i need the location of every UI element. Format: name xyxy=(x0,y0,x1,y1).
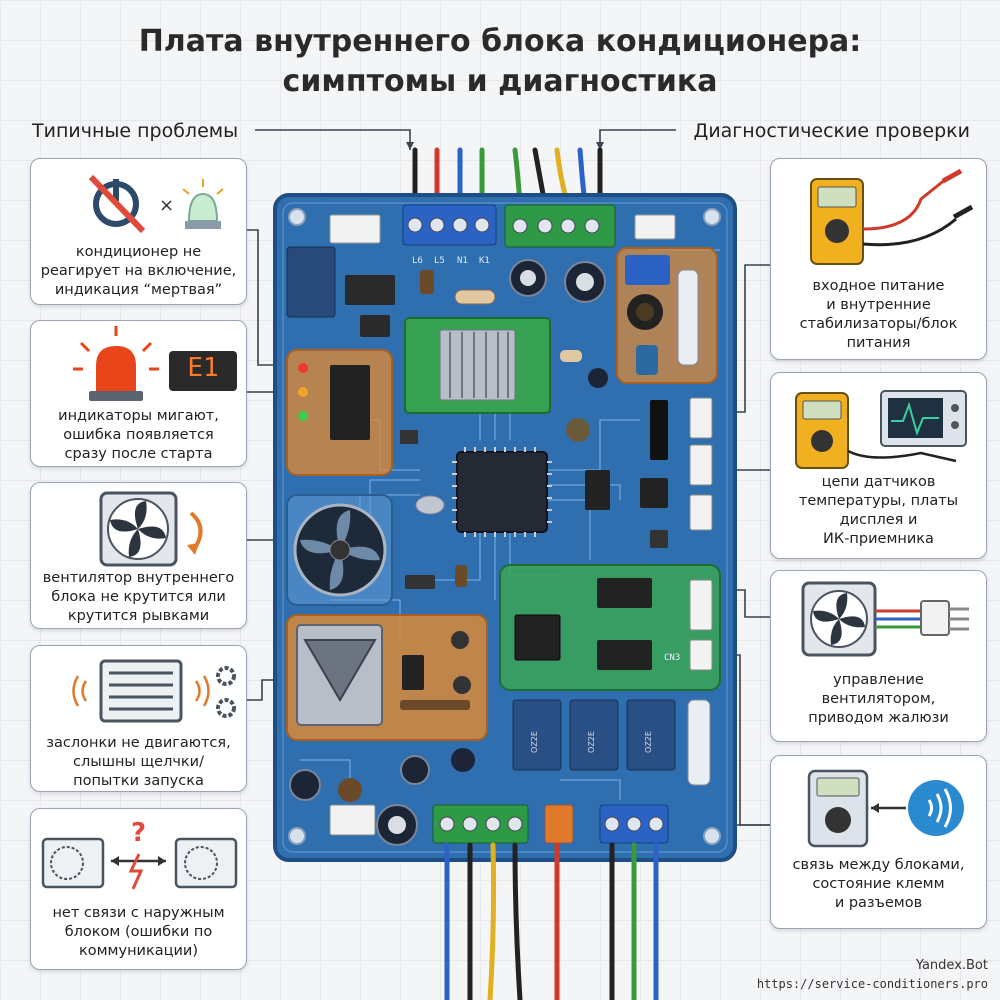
terminal-mark-3: N1 xyxy=(457,256,468,266)
sensor-connector-3 xyxy=(689,494,713,531)
problem-1-line-2: реагирует на включение, xyxy=(40,263,237,279)
check-4-line-1: связь между блоками, xyxy=(792,857,965,873)
terminal-mark-1: L6 xyxy=(412,256,423,266)
relay-3 xyxy=(626,699,676,771)
problem-card-5: ? нет связи с наружным блоком (ошибки по… xyxy=(30,808,247,970)
problem-1-line-1: кондиционер не xyxy=(75,244,202,260)
check-4-line-2: состояние клемм xyxy=(812,876,945,892)
problem-3-line-1: вентилятор внутреннего xyxy=(42,570,235,586)
relay-2-text: ОZ2Е xyxy=(587,731,596,753)
gear-icon xyxy=(216,666,236,718)
check-1-line-4: питания xyxy=(846,335,911,351)
check-2-line-2: температуры, платы xyxy=(798,493,959,509)
problem-5-line-3: коммуникации) xyxy=(78,943,198,959)
terminal-mark-4: K1 xyxy=(479,256,490,266)
outdoor-unit-icon: ? xyxy=(41,818,238,890)
left-section-header: Типичные проблемы xyxy=(32,120,239,142)
problem-card-2: E1 индикаторы мигают, ошибка появляется … xyxy=(30,320,247,467)
relay-1-text: ОZ2Е xyxy=(530,731,539,753)
check-card-1: входное питание и внутренние стабилизато… xyxy=(770,158,987,360)
check-1-line-2: и внутренние xyxy=(826,297,931,313)
problem-5-line-1: нет связи с наружным xyxy=(52,905,225,921)
signal-tester-icon xyxy=(807,769,964,848)
check-1-line-1: входное питание xyxy=(812,278,945,294)
problem-2-line-3: сразу после старта xyxy=(64,446,213,462)
relay-2 xyxy=(569,699,619,771)
right-section-header: Диагностические проверки xyxy=(693,120,970,142)
check-4-line-3: и разъемов xyxy=(834,895,923,911)
check-3-line-2: вентилятором, xyxy=(821,691,936,707)
oscilloscope-icon xyxy=(795,390,967,469)
terminal-mark-2: L5 xyxy=(434,256,445,266)
louver-icon xyxy=(72,659,236,723)
problem-3-line-3: крутится рывками xyxy=(67,608,210,624)
problem-card-1: × кондиционер не реагирует на включение,… xyxy=(30,158,247,305)
check-card-2: цепи датчиков температуры, платы дисплея… xyxy=(770,372,987,559)
problem-1-line-3: индикация “мертвая” xyxy=(54,282,223,298)
check-2-line-4: ИК-приемника xyxy=(823,531,934,547)
check-1-line-3: стабилизаторы/блок xyxy=(799,316,958,332)
check-card-4: связь между блоками, состояние клемм и р… xyxy=(770,755,987,929)
problem-card-3: вентилятор внутреннего блока не крутится… xyxy=(30,482,247,629)
fan-icon xyxy=(99,491,203,567)
comm-connector xyxy=(329,804,376,836)
page-title: Плата внутреннего блока кондиционера: си… xyxy=(0,22,1000,102)
problem-4-line-2: слышны щелчки/ xyxy=(73,754,204,770)
problem-2-line-2: ошибка появляется xyxy=(63,427,214,443)
check-2-line-1: цепи датчиков xyxy=(821,474,936,490)
error-code: E1 xyxy=(187,353,219,383)
title-line-1: Плата внутреннего блока кондиционера: xyxy=(138,24,862,59)
svg-text:?: ? xyxy=(131,818,146,848)
problem-4-line-3: попытки запуска xyxy=(73,773,204,789)
fan-connector-icon xyxy=(801,581,969,657)
terminal-block-green xyxy=(504,204,616,248)
footer-url[interactable]: https://service-conditioners.pro xyxy=(756,977,988,991)
svg-text:×: × xyxy=(159,195,174,216)
relay-1 xyxy=(512,699,562,771)
check-2-line-3: дисплея и xyxy=(839,512,918,528)
footer-brand: Yandex.Bot xyxy=(915,958,988,973)
check-card-3: управление вентилятором, приводом жалюзи xyxy=(770,570,987,742)
problem-3-line-2: блока не крутится или xyxy=(51,589,226,605)
sensor-connector-1 xyxy=(689,397,713,439)
sensor-connector-2 xyxy=(689,444,713,486)
terminal-block-blue xyxy=(402,204,497,246)
title-line-2: симптомы и диагностика xyxy=(282,64,718,99)
error-display xyxy=(169,351,237,391)
main-mcu xyxy=(456,451,548,533)
multimeter-icon xyxy=(810,168,974,265)
warning-light-icon xyxy=(73,326,159,401)
check-3-line-3: приводом жалюзи xyxy=(808,710,949,726)
problem-4-line-1: заслонки не двигаются, xyxy=(46,735,231,751)
connector-mark: CN3 xyxy=(664,653,680,663)
power-off-icon: × xyxy=(88,174,224,234)
problem-2-line-1: индикаторы мигают, xyxy=(58,408,219,424)
check-3-line-1: управление xyxy=(833,672,924,688)
problem-card-4: заслонки не двигаются, слышны щелчки/ по… xyxy=(30,645,247,792)
bottom-terminal-green xyxy=(432,804,529,844)
problem-5-line-2: блоком (ошибки по xyxy=(64,924,213,940)
relay-3-text: ОZ2Е xyxy=(644,731,653,753)
